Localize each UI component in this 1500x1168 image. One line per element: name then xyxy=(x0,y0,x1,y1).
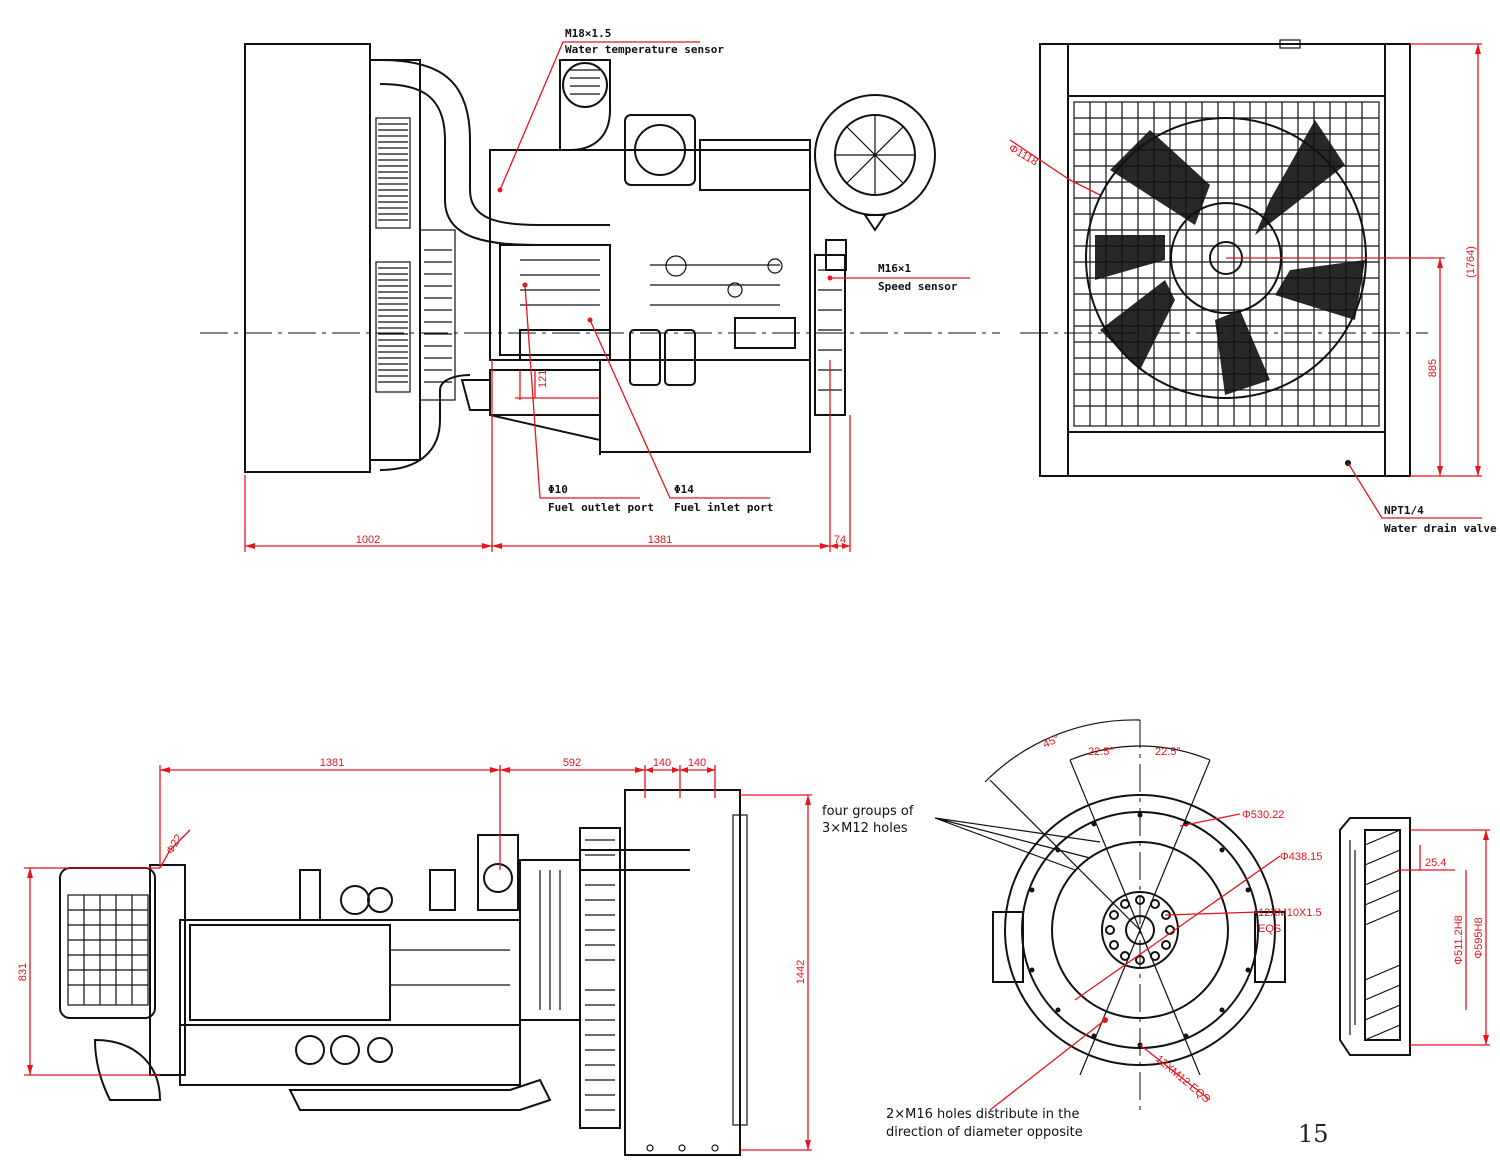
radiator-dimensions: Φ1118 (1764) 885 NPT1/4 Water drain valv… xyxy=(1007,43,1497,535)
depth-25-4: 25.4 xyxy=(1425,857,1446,869)
drain-thread: NPT1/4 xyxy=(1384,504,1424,517)
drain-valve-label: Water drain valve xyxy=(1384,522,1497,535)
angle-22-5-b: 22.5° xyxy=(1155,746,1181,758)
note-m16-2: direction of diameter opposite xyxy=(886,1125,1083,1140)
top-plan-dimensions: 1381 592 140 140 Φ22 831 1442 xyxy=(17,757,812,1151)
height-1764: (1764) xyxy=(1465,246,1477,278)
fuel-inlet-dia: Φ14 xyxy=(674,483,694,496)
dim-121: 121 xyxy=(537,370,549,388)
dia-438: Φ438.15 xyxy=(1280,851,1322,863)
flywheel-section-view xyxy=(1339,817,1411,1056)
plan-dim-592: 592 xyxy=(563,757,581,769)
dim-1381: 1381 xyxy=(648,534,672,546)
dim-1002: 1002 xyxy=(356,534,380,546)
plan-dim-1381: 1381 xyxy=(320,757,344,769)
side-view-dimensions: 1002 1381 74 M18×1.5 Water temperature s… xyxy=(244,27,970,552)
flywheel-section-dimensions: 25.4 Φ511.2H8 Φ595H8 xyxy=(1398,829,1490,1046)
water-temp-sensor-label: Water temperature sensor xyxy=(565,43,724,56)
m12-eqs: 12XM12 EQS xyxy=(1153,1053,1212,1105)
speed-thread: M16×1 xyxy=(878,262,911,275)
note-m16-1: 2×M16 holes distribute in the xyxy=(886,1107,1080,1122)
angle-22-5-a: 22.5° xyxy=(1088,746,1114,758)
height-885: 885 xyxy=(1427,359,1439,377)
radiator-grille-left xyxy=(375,117,411,393)
top-plan-view xyxy=(59,789,748,1156)
angle-45: 45° xyxy=(1041,733,1061,751)
note-four-groups-1: four groups of xyxy=(822,804,914,819)
plan-dim-140-b: 140 xyxy=(688,757,706,769)
plan-height-831: 831 xyxy=(17,963,29,981)
flywheel-face-view xyxy=(989,720,1286,1110)
dia-530: Φ530.22 xyxy=(1242,809,1284,821)
plan-dim-140-a: 140 xyxy=(653,757,671,769)
radiator-front-view xyxy=(1020,39,1428,477)
fuel-outlet-dia: Φ10 xyxy=(548,483,568,496)
plan-height-1442: 1442 xyxy=(795,960,807,984)
water-temp-thread: M18×1.5 xyxy=(565,27,611,40)
fuel-inlet-label: Fuel inlet port xyxy=(674,501,773,514)
flywheel-face-dimensions: 45° 22.5° 22.5° Φ530.22 Φ438.15 12XM10X1… xyxy=(822,719,1322,1140)
fan-diameter: Φ1118 xyxy=(1007,142,1040,168)
page-number: 15 xyxy=(1298,1120,1329,1148)
fuel-outlet-label: Fuel outlet port xyxy=(548,501,654,514)
speed-sensor-label: Speed sensor xyxy=(878,280,958,293)
dim-74: 74 xyxy=(834,534,846,546)
dia-595-h8: Φ595H8 xyxy=(1473,917,1485,958)
eqs-a: EQS xyxy=(1258,923,1281,935)
fan-blades xyxy=(1095,120,1365,395)
dia-511-h8: Φ511.2H8 xyxy=(1453,915,1465,965)
thread-m10: 12XM10X1.5 xyxy=(1258,907,1322,919)
note-four-groups-2: 3×M12 holes xyxy=(822,821,908,836)
mount-hole-dia: Φ22 xyxy=(164,832,185,856)
side-elevation-view xyxy=(200,43,1000,473)
